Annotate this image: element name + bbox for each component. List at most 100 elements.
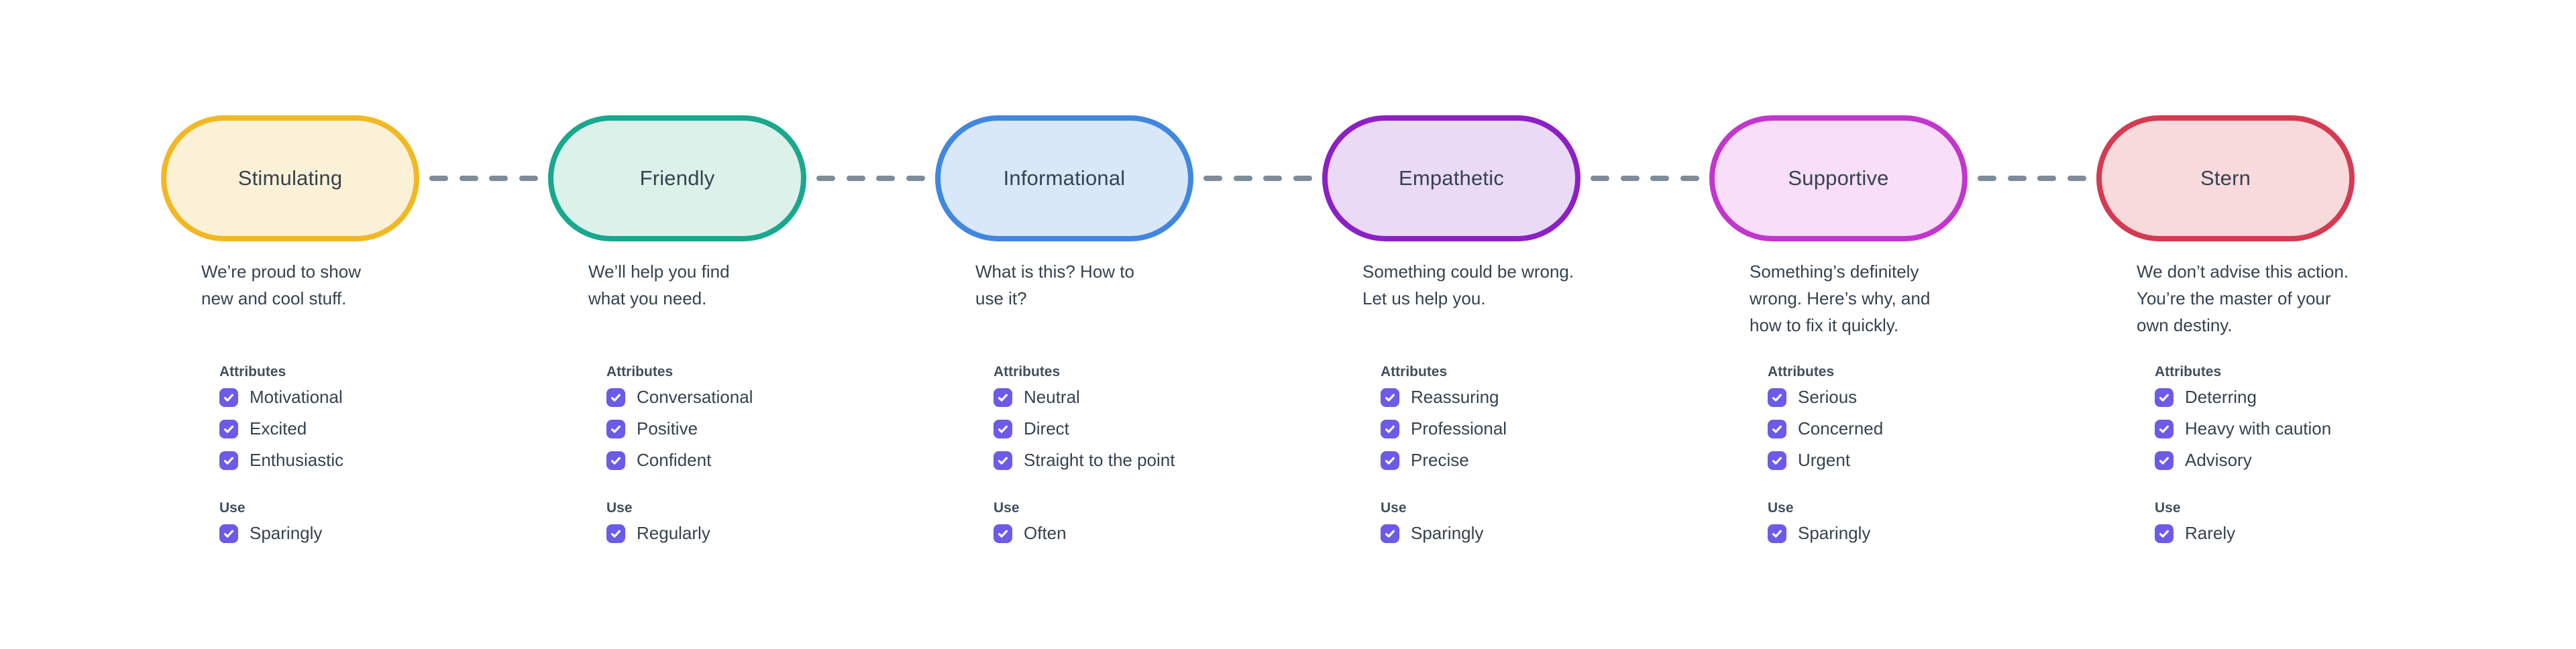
use-heading: Use <box>1381 500 1407 516</box>
attributes-section: Attributes Conversational Positive Confi… <box>606 362 922 476</box>
attribute-checkbox[interactable] <box>1381 388 1399 407</box>
attribute-row[interactable]: Reassuring <box>1381 381 1696 413</box>
attributes-heading: Attributes <box>994 364 1061 379</box>
connector-dash <box>2067 176 2086 181</box>
attribute-checkbox[interactable] <box>2155 419 2174 438</box>
connector-dashed-line <box>1203 176 1312 181</box>
attribute-checkbox[interactable] <box>2155 451 2174 470</box>
use-heading: Use <box>994 500 1020 516</box>
attribute-row[interactable]: Neutral <box>994 381 1309 413</box>
attribute-label: Excited <box>250 418 307 438</box>
attributes-heading: Attributes <box>219 364 286 379</box>
use-row[interactable]: Often <box>994 518 1309 549</box>
attribute-row[interactable]: Urgent <box>1768 445 2083 476</box>
attributes-heading: Attributes <box>1768 364 1835 379</box>
attributes-section: Attributes Reassuring Professional Preci… <box>1381 362 1696 476</box>
tone-column-friendly: Friendly We’ll help you find what you ne… <box>548 115 935 585</box>
tone-label: Supportive <box>1788 166 1889 190</box>
attributes-section: Attributes Serious Concerned Urgent <box>1768 362 2083 476</box>
attribute-checkbox[interactable] <box>219 419 238 438</box>
tone-label: Informational <box>1003 166 1126 190</box>
attribute-checkbox[interactable] <box>2155 388 2174 407</box>
attribute-row[interactable]: Precise <box>1381 445 1696 476</box>
use-label: Often <box>1024 523 1067 543</box>
attribute-checkbox[interactable] <box>219 388 238 407</box>
attribute-row[interactable]: Enthusiastic <box>219 445 535 476</box>
attribute-checkbox[interactable] <box>1768 388 1786 407</box>
connector-dash <box>459 176 478 181</box>
connector-dash <box>489 176 508 181</box>
attribute-label: Serious <box>1798 387 1858 407</box>
use-row[interactable]: Regularly <box>606 518 922 549</box>
checkmark-icon <box>1385 457 1395 465</box>
attributes-heading: Attributes <box>1381 364 1448 379</box>
use-row[interactable]: Sparingly <box>1381 518 1696 549</box>
use-checkbox[interactable] <box>606 524 625 543</box>
attribute-label: Reassuring <box>1411 387 1499 407</box>
tone-pill: Friendly <box>548 115 806 241</box>
checkmark-icon <box>1772 425 1782 433</box>
checkmark-icon <box>998 530 1008 538</box>
attribute-checkbox[interactable] <box>606 388 625 407</box>
tone-pill: Empathetic <box>1322 115 1580 241</box>
attribute-row[interactable]: Advisory <box>2155 445 2470 476</box>
use-checkbox[interactable] <box>994 524 1012 543</box>
attribute-label: Conversational <box>637 387 753 407</box>
attribute-label: Concerned <box>1798 418 1884 438</box>
attribute-checkbox[interactable] <box>1381 419 1399 438</box>
attribute-checkbox[interactable] <box>994 451 1012 470</box>
tone-label: Empathetic <box>1398 166 1505 190</box>
attribute-label: Urgent <box>1798 450 1851 470</box>
attribute-checkbox[interactable] <box>606 451 625 470</box>
attribute-checkbox[interactable] <box>1768 419 1786 438</box>
tone-pill: Stimulating <box>161 115 419 241</box>
use-row[interactable]: Sparingly <box>1768 518 2083 549</box>
use-row[interactable]: Sparingly <box>219 518 535 549</box>
use-heading: Use <box>2155 500 2181 516</box>
attribute-row[interactable]: Positive <box>606 413 922 445</box>
attribute-row[interactable]: Confident <box>606 445 922 476</box>
connector-dashed-line <box>1591 176 1699 181</box>
attribute-row[interactable]: Deterring <box>2155 381 2470 413</box>
checkmark-icon <box>998 457 1008 465</box>
attribute-row[interactable]: Straight to the point <box>994 445 1309 476</box>
tone-description: We’re proud to show new and cool stuff. <box>201 261 361 308</box>
checkmark-icon <box>2159 530 2169 538</box>
tone-pill: Stern <box>2096 115 2355 241</box>
checkmark-icon <box>1385 394 1395 402</box>
attribute-row[interactable]: Excited <box>219 413 535 445</box>
attribute-checkbox[interactable] <box>219 451 238 470</box>
use-checkbox[interactable] <box>1381 524 1399 543</box>
use-checkbox[interactable] <box>1768 524 1786 543</box>
attribute-row[interactable]: Heavy with caution <box>2155 413 2470 445</box>
connector-dash <box>1263 176 1283 181</box>
use-checkbox[interactable] <box>2155 524 2174 543</box>
attribute-row[interactable]: Professional <box>1381 413 1696 445</box>
attribute-checkbox[interactable] <box>606 419 625 438</box>
attribute-label: Professional <box>1411 418 1507 438</box>
attribute-row[interactable]: Motivational <box>219 381 535 413</box>
connector-dash <box>816 176 835 181</box>
checkmark-icon <box>1772 394 1782 402</box>
attribute-row[interactable]: Direct <box>994 413 1309 445</box>
attribute-row[interactable]: Conversational <box>606 381 922 413</box>
attribute-label: Motivational <box>250 387 343 407</box>
use-section: Use Regularly <box>606 498 922 549</box>
attribute-checkbox[interactable] <box>994 388 1012 407</box>
connector-dash <box>846 176 865 181</box>
attribute-checkbox[interactable] <box>1381 451 1399 470</box>
attribute-row[interactable]: Serious <box>1768 381 2083 413</box>
tone-description: Something could be wrong. Let us help yo… <box>1362 261 1574 308</box>
attribute-checkbox[interactable] <box>1768 451 1786 470</box>
use-checkbox[interactable] <box>219 524 238 543</box>
tone-description: What is this? How to use it? <box>975 261 1134 308</box>
attribute-row[interactable]: Concerned <box>1768 413 2083 445</box>
tone-column-supportive: Supportive Something’s definitely wrong.… <box>1709 115 2096 585</box>
tone-description: We’ll help you find what you need. <box>588 261 730 308</box>
use-row[interactable]: Rarely <box>2155 518 2470 549</box>
attribute-checkbox[interactable] <box>994 419 1012 438</box>
use-heading: Use <box>1768 500 1794 516</box>
connector-dash <box>1233 176 1252 181</box>
checkmark-icon <box>1772 457 1782 465</box>
connector-dash <box>2037 176 2057 181</box>
